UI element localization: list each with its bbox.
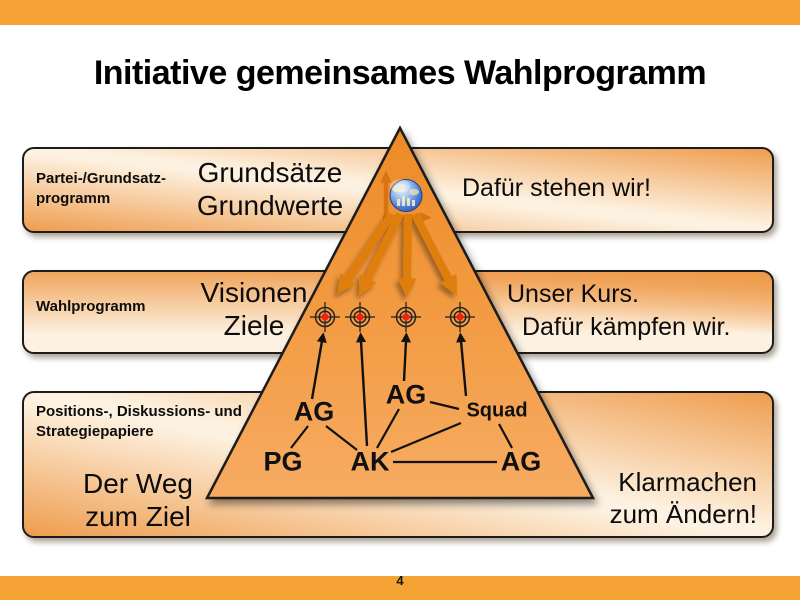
node-ag-center: AG (385, 379, 427, 410)
page-title: Initiative gemeinsames Wahlprogramm (93, 54, 707, 92)
node-ak: AK (350, 446, 390, 477)
bottom-orange-bar (0, 576, 800, 600)
band2-left-label: Wahlprogramm (36, 298, 146, 315)
band2-center-text: Visionen Ziele (200, 277, 308, 341)
band2-right-text: Unser Kurs. Dafür kämpfen wir. (507, 280, 731, 341)
page-number: 4 (396, 573, 404, 588)
node-ag-left: AG (293, 396, 335, 427)
top-orange-bar (0, 0, 800, 25)
band1-left-label: Partei-/Grundsatz- programm (36, 170, 167, 207)
band3-right-text: Klarmachen zum Ändern! (609, 467, 757, 529)
node-ag-right: AG (500, 446, 542, 477)
node-pg: PG (263, 446, 303, 477)
band1-center-text: Grundsätze Grundwerte (196, 157, 344, 221)
band3-center-text: Der Weg zum Ziel (83, 468, 193, 532)
node-squad: Squad (466, 399, 528, 422)
band1-right-text: Dafür stehen wir! (462, 174, 651, 202)
band3-left-label: Positions-, Diskussions- und Strategiepa… (36, 403, 242, 440)
